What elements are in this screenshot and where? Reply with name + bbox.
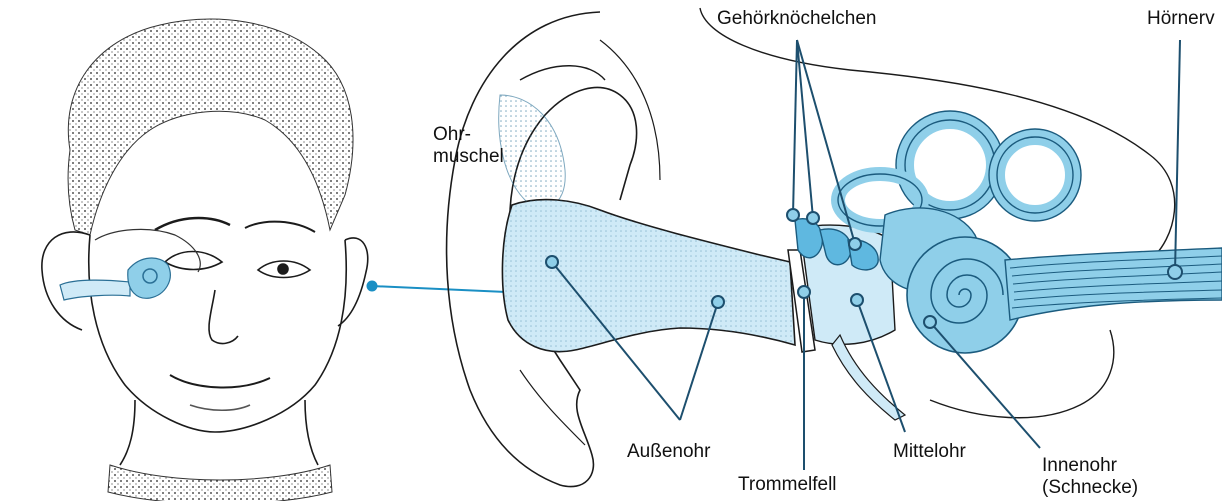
label-aussenohr: Außenohr: [627, 441, 710, 463]
leader-nerve: [1175, 40, 1180, 272]
ear-canal-texture: [502, 200, 795, 352]
ear-cross-section: [447, 8, 1222, 487]
head-illustration: [42, 19, 368, 501]
ossicle-malleus: [795, 219, 822, 258]
chin: [190, 405, 250, 410]
leader-ossicles-1: [793, 40, 797, 215]
pinna-concha: [499, 95, 565, 208]
label-innenohr-line1: Innenohr: [1042, 455, 1117, 477]
label-mittelohr: Mittelohr: [893, 441, 966, 463]
mouth: [170, 375, 270, 387]
eustachian-tube: [832, 335, 905, 420]
right-pupil: [278, 264, 288, 274]
collar: [108, 465, 332, 501]
label-hoernerv: Hörnerv: [1147, 8, 1215, 30]
pinna-antihelix: [600, 40, 660, 180]
pinna-lobe: [520, 370, 585, 445]
hair: [68, 19, 353, 235]
semicircular-canals: [838, 111, 1081, 226]
label-ohrmuschel-line2: muschel: [433, 146, 504, 168]
pinna-inner-fold: [520, 66, 605, 80]
right-eyebrow: [245, 222, 315, 232]
left-eyebrow: [155, 218, 230, 230]
nose: [209, 290, 238, 343]
face-ear-cutaway: [60, 229, 200, 300]
label-ohrmuschel-line1: Ohr-: [433, 124, 471, 146]
label-gehoerknoechelchen: Gehörknöchelchen: [717, 8, 877, 30]
cochlea: [907, 237, 1023, 353]
auditory-nerve: [1005, 248, 1222, 320]
label-innenohr-line2: (Schnecke): [1042, 477, 1138, 499]
label-trommelfell: Trommelfell: [738, 474, 837, 496]
left-eye: [165, 252, 222, 270]
